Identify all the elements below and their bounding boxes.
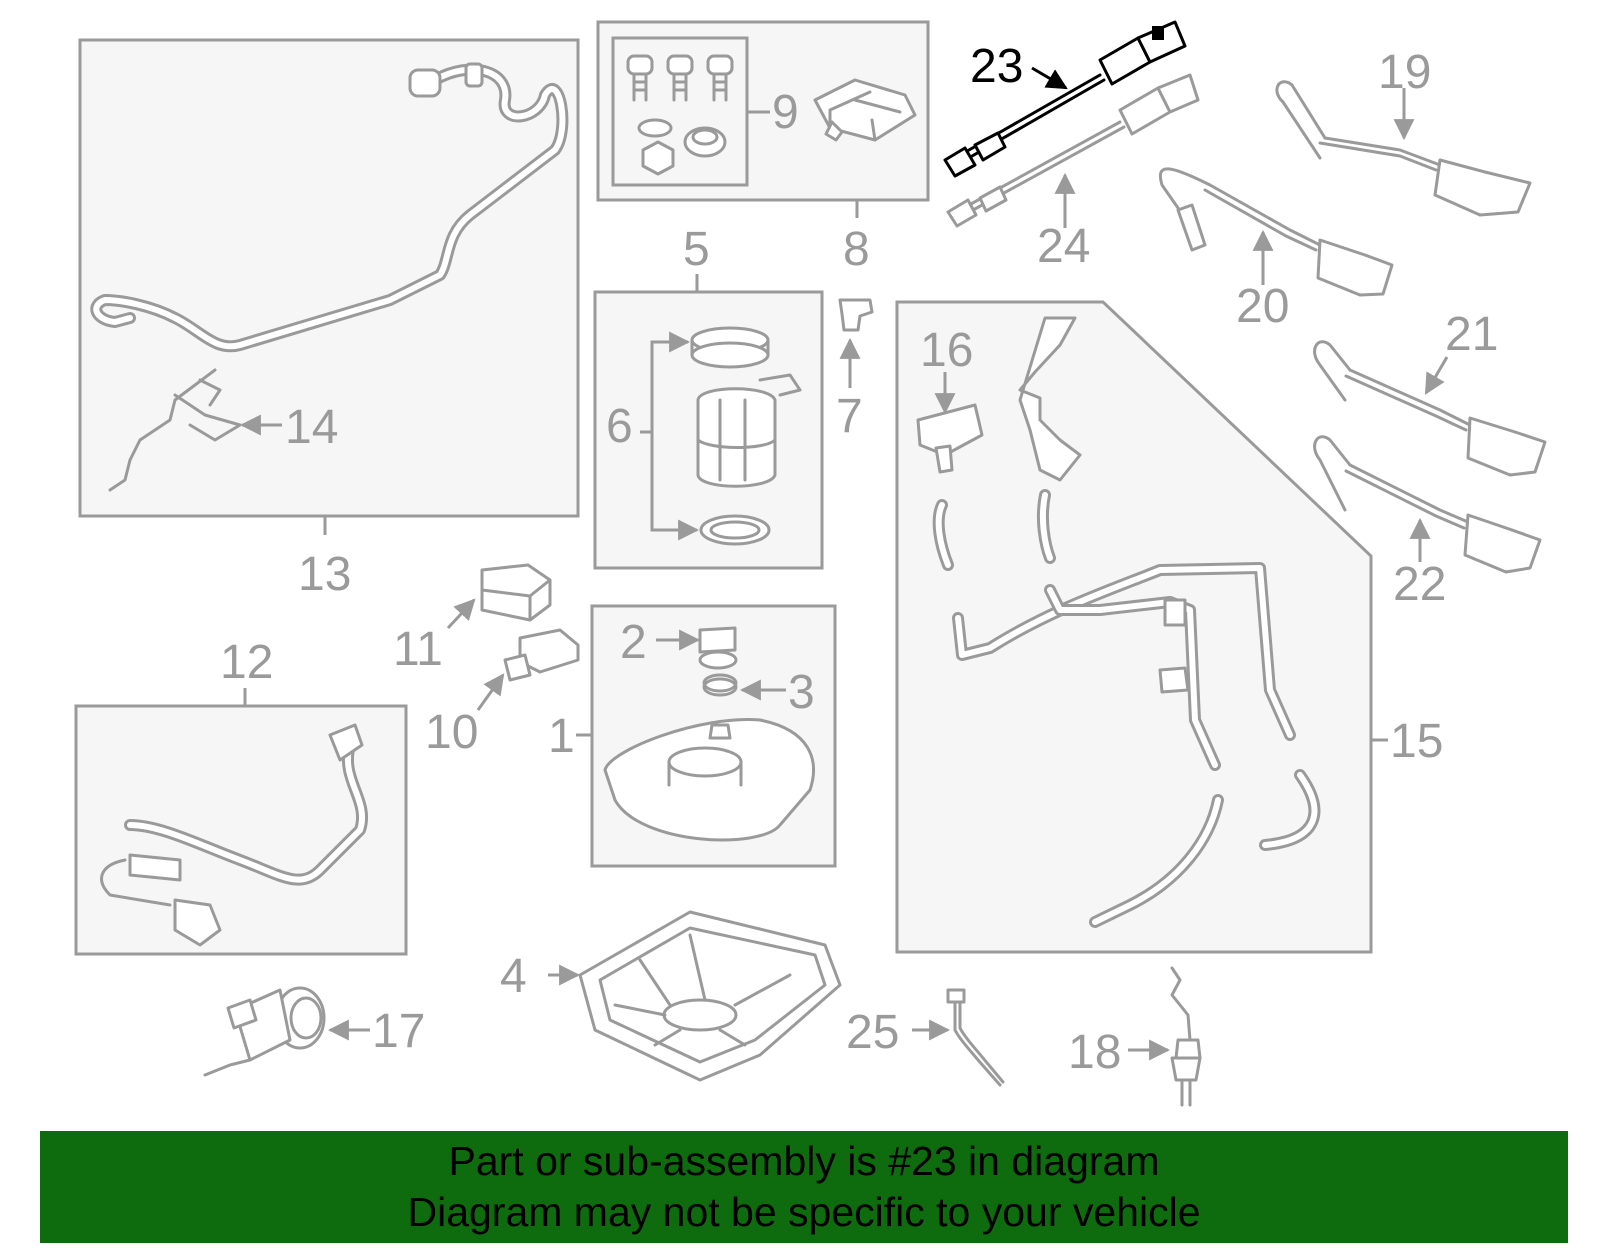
callout-7: 7 xyxy=(836,390,863,443)
callout-16: 16 xyxy=(920,324,973,377)
callout-13: 13 xyxy=(298,548,351,601)
part-23-temperature-sensor xyxy=(943,20,1187,178)
banner-line-1: Part or sub-assembly is #23 in diagram xyxy=(448,1138,1160,1184)
callout-12: 12 xyxy=(220,636,273,689)
callout-3: 3 xyxy=(788,666,815,719)
part-7-elbow xyxy=(838,298,874,332)
callout-1: 1 xyxy=(548,710,575,763)
callout-23: 23 xyxy=(970,40,1023,93)
callout-2: 2 xyxy=(620,616,647,669)
callout-8: 8 xyxy=(843,223,870,276)
callout-24: 24 xyxy=(1037,220,1090,273)
part-19-oxygen-sensor xyxy=(1275,80,1532,217)
callout-11: 11 xyxy=(393,623,443,676)
part-24-temperature-sensor xyxy=(946,73,1200,228)
callout-21: 21 xyxy=(1445,308,1498,361)
callout-20: 20 xyxy=(1236,280,1289,333)
callout-17: 17 xyxy=(372,1005,425,1058)
box-12-wiring-harness xyxy=(74,704,408,956)
part-11-connector xyxy=(480,563,552,622)
callout-4: 4 xyxy=(500,950,527,1003)
banner-line-2: Diagram may not be specific to your vehi… xyxy=(407,1189,1201,1235)
part-4-reservoir-pan xyxy=(578,910,842,1082)
callout-25: 25 xyxy=(846,1006,899,1059)
callout-22: 22 xyxy=(1393,558,1446,611)
callout-10: 10 xyxy=(425,706,478,759)
part-17-valve xyxy=(203,986,326,1077)
callout-14: 14 xyxy=(285,401,338,454)
box-13-fuel-line-assembly xyxy=(78,38,580,518)
callout-5: 5 xyxy=(683,223,710,276)
callout-19: 19 xyxy=(1378,46,1431,99)
box-15-hose-assembly xyxy=(895,300,1373,954)
callout-9: 9 xyxy=(772,86,799,139)
callout-15: 15 xyxy=(1390,715,1443,768)
part-21-oxygen-sensor xyxy=(1313,340,1547,477)
part-20-oxygen-sensor xyxy=(1158,167,1394,297)
callout-6: 6 xyxy=(606,400,633,453)
info-banner: Part or sub-assembly is #23 in diagram D… xyxy=(40,1131,1568,1243)
box-1-tank-insert xyxy=(590,604,837,868)
part-18-temperature-sender xyxy=(1170,966,1202,1107)
part-22-oxygen-sensor xyxy=(1313,435,1542,574)
callout-18: 18 xyxy=(1068,1026,1121,1079)
part-25-sensor-lead xyxy=(946,988,1005,1087)
box-5-fuel-pump xyxy=(593,290,824,570)
part-10-connector xyxy=(503,628,580,682)
